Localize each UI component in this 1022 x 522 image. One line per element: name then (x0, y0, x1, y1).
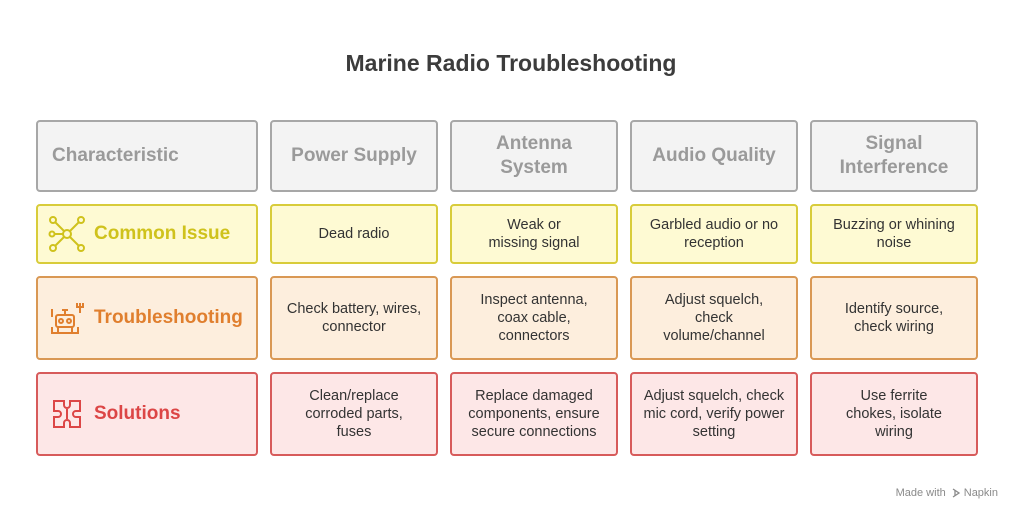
row-label-troubleshooting: Troubleshooting (36, 276, 258, 360)
footer-made-with: Made with (895, 487, 946, 499)
cell-common-issue-signal-interference: Buzzing or whining noise (810, 204, 978, 264)
column-header-audio-quality: Audio Quality (630, 120, 798, 192)
row-label-text: Solutions (94, 403, 181, 424)
footer-brand: Napkin (963, 487, 998, 499)
row-label-text: Common Issue (94, 223, 231, 244)
cell-common-issue-antenna-system: Weak or missing signal (450, 204, 618, 264)
cell-troubleshooting-audio-quality: Adjust squelch, check volume/channel (630, 276, 798, 360)
made-with-napkin-footer: Made with Napkin (896, 487, 998, 499)
network-nodes-icon (48, 216, 85, 252)
column-header-power-supply: Power Supply (270, 120, 438, 192)
cell-solutions-power-supply: Clean/replace corroded parts, fuses (270, 372, 438, 456)
cell-common-issue-power-supply: Dead radio (270, 204, 438, 264)
column-header-characteristic: Characteristic (36, 120, 258, 192)
row-label-solutions: Solutions (36, 372, 258, 456)
page-title: Marine Radio Troubleshooting (345, 50, 677, 76)
robot-tools-icon (51, 303, 84, 334)
cell-troubleshooting-signal-interference: Identify source, check wiring (810, 276, 978, 360)
cell-common-issue-audio-quality: Garbled audio or no reception (630, 204, 798, 264)
cell-troubleshooting-antenna-system: Inspect antenna, coax cable, connectors (450, 276, 618, 360)
row-label-common-issue: Common Issue (36, 204, 258, 264)
cell-solutions-signal-interference: Use ferrite chokes, isolate wiring (810, 372, 978, 456)
cell-solutions-audio-quality: Adjust squelch, check mic cord, verify p… (630, 372, 798, 456)
cell-troubleshooting-power-supply: Check battery, wires, connector (270, 276, 438, 360)
puzzle-piece-icon (53, 400, 81, 428)
column-header-antenna-system: Antenna System (450, 120, 618, 192)
napkin-logo-icon (952, 488, 960, 498)
column-header-signal-interference: Signal Interference (810, 120, 978, 192)
row-label-text: Troubleshooting (94, 307, 243, 328)
cell-solutions-antenna-system: Replace damaged components, ensure secur… (450, 372, 618, 456)
